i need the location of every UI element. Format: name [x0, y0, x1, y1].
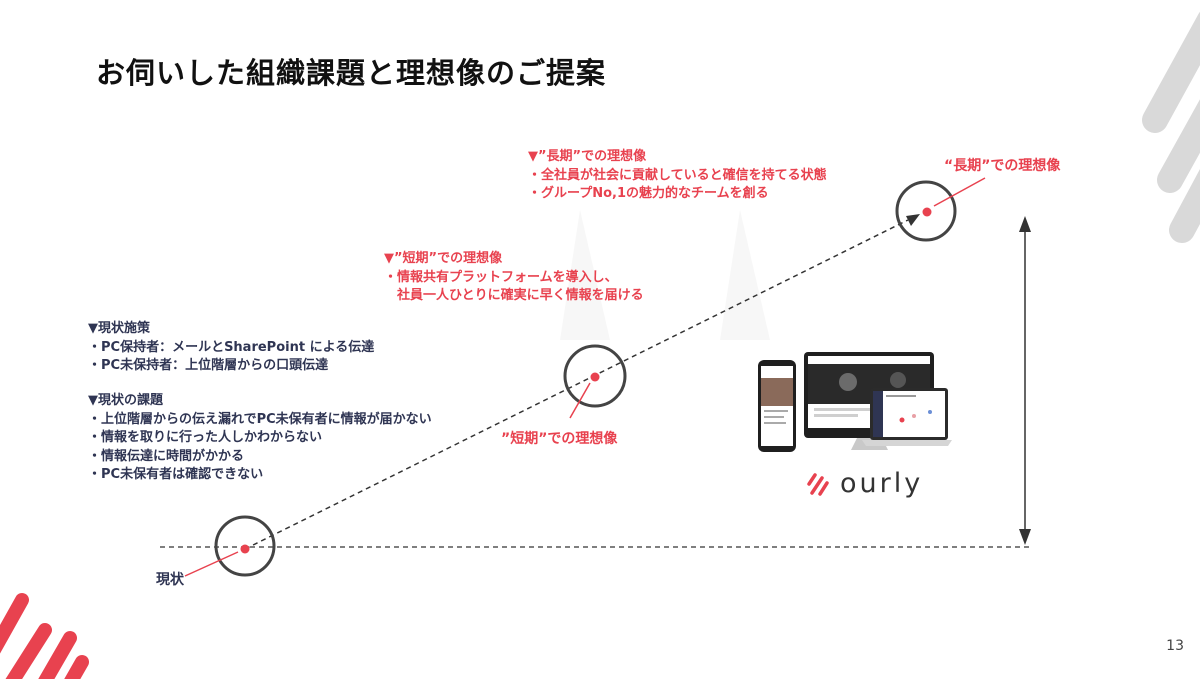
ourly-logo-mark-icon	[806, 471, 832, 497]
ourly-logo-text: ourly	[840, 468, 923, 499]
current-state-dot	[241, 545, 250, 554]
short-term-label: ”短期”での理想像	[501, 428, 617, 448]
short-term-block: ▼”短期”での理想像 ・情報共有プラットフォームを導入し、 社員一人ひとりに確実…	[384, 250, 644, 306]
current-issue-item: ・PC未保有者は確認できない	[88, 466, 432, 485]
current-measure-item: ・PC保持者：メールとSharePoint による伝達	[88, 339, 374, 358]
short-term-dot	[591, 373, 600, 382]
short-term-leader	[570, 383, 590, 418]
current-issue-item: ・情報を取りに行った人しかわからない	[88, 429, 432, 448]
short-term-item: 社員一人ひとりに確実に早く情報を届ける	[384, 287, 644, 306]
current-measures-block: ▼現状施策 ・PC保持者：メールとSharePoint による伝達 ・PC未保持…	[88, 320, 374, 376]
current-issues-block: ▼現状の課題 ・上位階層からの伝え漏れでPC未保有者に情報が届かない ・情報を取…	[88, 392, 432, 485]
current-measures-heading: ▼現状施策	[88, 320, 374, 339]
long-term-item: ・グループNo,1の魅力的なチームを創る	[528, 185, 827, 204]
ourly-logo: ourly	[806, 468, 923, 499]
long-term-leader	[934, 178, 985, 206]
long-term-dot	[923, 208, 932, 217]
short-term-heading: ▼”短期”での理想像	[384, 250, 644, 269]
growth-arrowhead	[906, 214, 920, 226]
product-device-mockup	[752, 350, 952, 460]
long-term-label: “長期”での理想像	[944, 155, 1060, 175]
current-issues-heading: ▼現状の課題	[88, 392, 432, 411]
page-number: 13	[1166, 638, 1184, 654]
long-term-heading: ▼”長期”での理想像	[528, 148, 827, 167]
current-issue-item: ・情報伝達に時間がかかる	[88, 448, 432, 467]
current-issue-item: ・上位階層からの伝え漏れでPC未保有者に情報が届かない	[88, 411, 432, 430]
short-term-item: ・情報共有プラットフォームを導入し、	[384, 269, 644, 288]
long-term-block: ▼”長期”での理想像 ・全社員が社会に貢献していると確信を持てる状態 ・グループ…	[528, 148, 827, 204]
current-measure-item: ・PC未保持者：上位階層からの口頭伝達	[88, 357, 374, 376]
long-term-item: ・全社員が社会に貢献していると確信を持てる状態	[528, 167, 827, 186]
current-state-label: 現状	[156, 569, 184, 589]
